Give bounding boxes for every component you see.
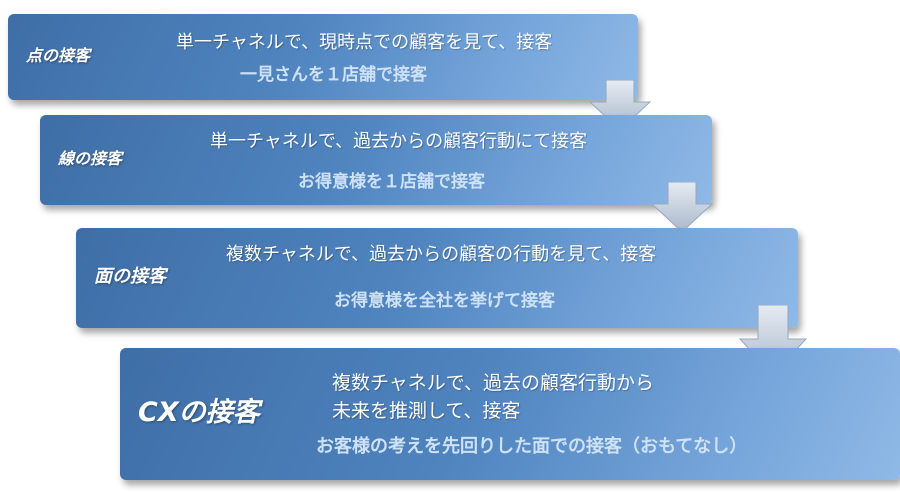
step-box-plane: 面の接客 複数チャネルで、過去からの顧客の行動を見て、接客 お得意様を全社を挙げ… <box>76 228 798 328</box>
step-box-cx: CXの接客 複数チャネルで、過去の顧客行動から 未来を推測して、接客 お客様の考… <box>120 348 900 480</box>
step-subtext: 一見さんを１店舗で接客 <box>240 65 427 85</box>
down-arrow-icon <box>650 182 714 233</box>
step-description: 単一チャネルで、過去からの顧客行動にて接客 <box>210 131 588 152</box>
step-description: 単一チャネルで、現時点での顧客を見て、接客 <box>176 32 553 53</box>
step-box-point: 点の接客 単一チャネルで、現時点での顧客を見て、接客 一見さんを１店舗で接客 <box>8 14 638 100</box>
step-description: 複数チャネルで、過去からの顧客の行動を見て、接客 <box>226 244 657 265</box>
step-subtext: お得意様を１店舗で接客 <box>298 172 485 192</box>
step-label: CXの接客 <box>138 397 260 428</box>
step-subtext: お得意様を全社を挙げて接客 <box>334 291 555 311</box>
step-label: 面の接客 <box>94 266 166 287</box>
step-label: 点の接客 <box>26 46 91 65</box>
step-box-line: 線の接客 単一チャネルで、過去からの顧客行動にて接客 お得意様を１店舗で接客 <box>40 115 712 205</box>
step-label: 線の接客 <box>58 149 123 168</box>
step-description-line2: 未来を推測して、接客 <box>332 400 521 422</box>
step-description-line1: 複数チャネルで、過去の顧客行動から <box>332 372 655 394</box>
step-subtext: お客様の考えを先回りした面での接客（おもてなし） <box>316 436 748 457</box>
